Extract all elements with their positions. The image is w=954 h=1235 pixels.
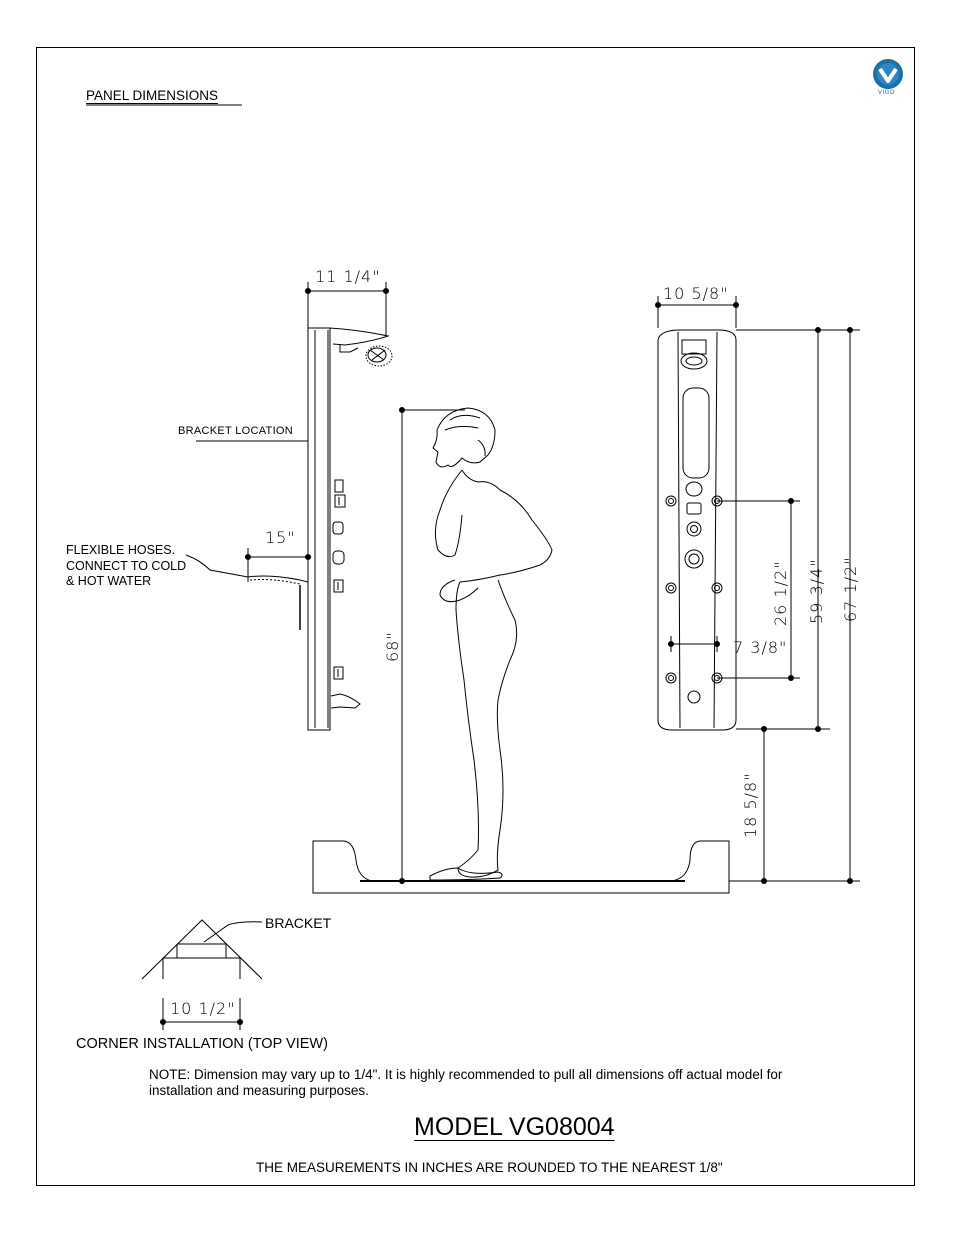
dim-front-width: 10 5/8" xyxy=(663,284,729,303)
bracket-location-label: BRACKET LOCATION xyxy=(178,425,294,437)
person-figure xyxy=(429,407,553,881)
front-view-panel xyxy=(657,329,737,731)
side-jets xyxy=(332,479,346,680)
disclaimer-note: NOTE: Dimension may vary up to 1/4". It … xyxy=(149,1067,783,1098)
vigo-logo xyxy=(873,59,903,89)
corner-installation-label: CORNER INSTALLATION (TOP VIEW) xyxy=(76,1036,328,1052)
bracket-label: BRACKET xyxy=(265,915,332,931)
model-title: MODEL VG08004 xyxy=(414,1113,615,1141)
dim-jet-horizontal: 7 3/8" xyxy=(733,638,788,657)
hoses-label: FLEXIBLE HOSES. CONNECT TO COLD & HOT WA… xyxy=(66,543,187,588)
dim-floor-offset: 18 5/8" xyxy=(741,772,760,838)
corner-top-view xyxy=(141,919,263,1030)
bathtub-base xyxy=(312,840,730,894)
dim-total-height: 67 1/2" xyxy=(841,556,860,622)
dim-panel-height: 59 3/4" xyxy=(807,558,826,624)
dim-side-width: 11 1/4" xyxy=(315,267,381,286)
dim-jet-vertical: 26 1/2" xyxy=(771,560,790,626)
front-jets xyxy=(665,495,723,684)
rounding-footer: THE MEASUREMENTS IN INCHES ARE ROUNDED T… xyxy=(256,1160,723,1175)
drawing-sheet xyxy=(36,47,915,1186)
page-title: PANEL DIMENSIONS xyxy=(86,88,219,103)
dim-hose-depth: 15" xyxy=(265,528,296,547)
side-view-panel xyxy=(185,327,393,731)
dim-person-height: 68" xyxy=(383,631,402,662)
dim-corner-width: 10 1/2" xyxy=(170,999,236,1018)
logo-text: VIGO xyxy=(878,90,896,96)
